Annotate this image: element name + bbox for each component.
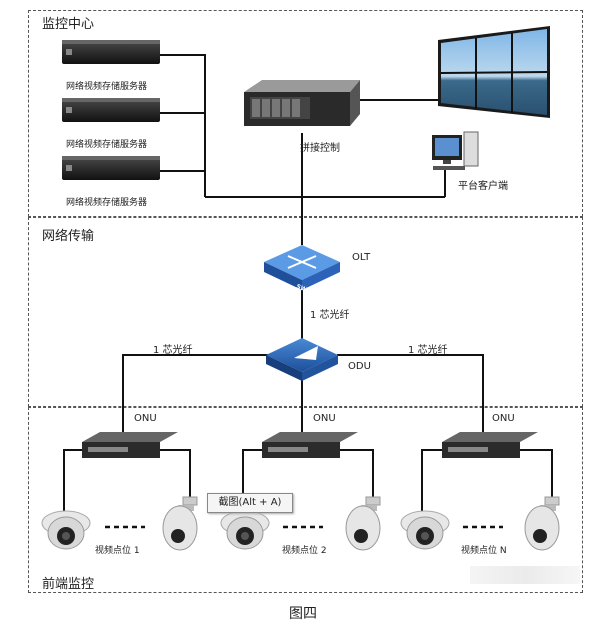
video-wall-icon [438,26,550,118]
odu-label: ODU [348,361,371,372]
onu-label-3: ONU [492,413,515,424]
video-point-label-3: 视频点位 N [461,546,507,556]
onu-switch-1 [82,432,178,458]
ptz-camera-3 [524,496,560,551]
blurred-watermark [470,566,580,584]
monitor-center-label: 监控中心 [42,17,95,32]
frontend-zone [28,407,583,593]
onu-label-2: ONU [313,413,336,424]
frontend-label: 前端监控 [42,577,95,592]
server-label-3: 网络视频存储服务器 [66,198,148,208]
figure-caption: 图四 [289,606,317,622]
network-zone [28,217,583,407]
network-label: 网络传输 [42,229,95,244]
pc-client-icon [432,131,479,170]
splice-control-label: 拼接控制 [300,143,340,154]
video-point-label-1: 视频点位 1 [95,546,140,556]
platform-client-label: 平台客户端 [458,181,508,192]
onu-switch-3 [442,432,538,458]
server-label-2: 网络视频存储服务器 [66,140,148,150]
dome-camera-3 [400,510,450,550]
nvr-server-icons [62,40,160,180]
ptz-camera-icons [162,496,560,551]
screenshot-tooltip: 截图(Alt + A) [207,493,293,513]
server-label-1: 网络视频存储服务器 [66,82,148,92]
fiber-top-label: 1 芯光纤 [310,310,350,321]
fiber-left-label: 1 芯光纤 [153,345,193,356]
dome-camera-2 [220,510,270,550]
fiber-right-label: 1 芯光纤 [408,345,448,356]
dome-camera-1 [41,510,91,550]
video-point-label-2: 视频点位 2 [282,546,327,556]
nvr-server-2 [62,98,160,122]
nvr-server-3 [62,156,160,180]
olt-label: OLT [352,252,371,263]
monitor-center-zone [28,10,583,217]
ptz-camera-2 [345,496,381,551]
nvr-server-1 [62,40,160,64]
odu-splitter-icon [266,338,338,381]
onu-switch-2 [262,432,358,458]
dome-camera-icons [41,510,450,550]
rack-server-icon [244,80,360,126]
onu-label-1: ONU [134,413,157,424]
onu-switch-icons [82,432,538,458]
olt-switch-icon: SWITCH [264,245,340,300]
ptz-camera-1 [162,496,198,551]
